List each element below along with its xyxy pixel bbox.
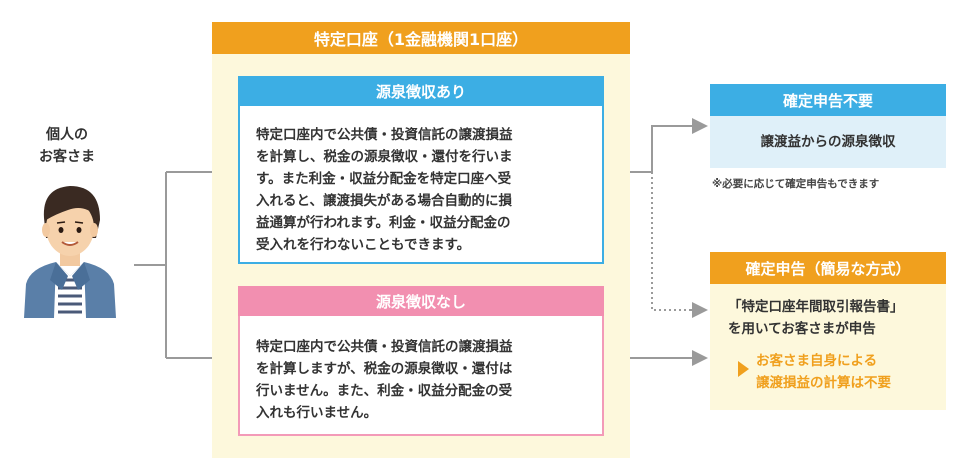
simple-filing-line: 「特定口座年間取引報告書」 bbox=[728, 299, 904, 315]
simple-filing-title-text: 確定申告（簡易な方式） bbox=[745, 259, 911, 278]
simple-filing-highlight: お客さま自身による 譲渡損益の計算は不要 bbox=[756, 350, 936, 394]
without-withholding-line: 特定口座内で公共債・投資信託の譲渡損益 bbox=[256, 339, 513, 355]
no-filing-panel bbox=[710, 116, 946, 168]
with-withholding-line: す。また利金・収益分配金を特定口座へ受 bbox=[256, 171, 512, 187]
with-withholding-title: 源泉徴収あり bbox=[375, 82, 466, 101]
with-connector bbox=[630, 125, 694, 173]
customer-avatar-icon bbox=[24, 186, 116, 318]
simple-filing-highlight-line: お客さま自身による bbox=[756, 353, 878, 369]
simple-filing-highlight-line: 譲渡損益の計算は不要 bbox=[756, 375, 891, 391]
with-withholding-description: 特定口座内で公共債・投資信託の譲渡損益 を計算し、税金の源泉徴収・還付を行いま … bbox=[256, 124, 592, 256]
simple-filing-title: 確定申告（簡易な方式） bbox=[710, 252, 946, 284]
with-withholding-line: 益通算が行われます。利金・収益分配金の bbox=[256, 215, 511, 231]
no-filing-title-text: 確定申告不要 bbox=[782, 91, 873, 110]
simple-filing-description: 「特定口座年間取引報告書」 を用いてお客さまが申告 bbox=[728, 296, 938, 340]
pointer-triangle-icon bbox=[738, 361, 749, 377]
specific-account-title: 特定口座（1金融機関1口座） bbox=[212, 22, 630, 54]
without-withholding-line: を計算しますが、税金の源泉徴収・還付は bbox=[256, 361, 513, 377]
without-withholding-title: 源泉徴収なし bbox=[375, 292, 466, 311]
without-withholding-line: 入れも行いません。 bbox=[256, 405, 378, 421]
without-withholding-header: 源泉徴収なし bbox=[238, 286, 604, 316]
with-withholding-line: 受入れを行わないこともできます。 bbox=[256, 237, 471, 253]
specific-account-title-text: 特定口座（1金融機関1口座） bbox=[313, 30, 529, 49]
optional-filing-dotted-connector bbox=[651, 172, 694, 311]
without-withholding-description: 特定口座内で公共債・投資信託の譲渡損益 を計算しますが、税金の源泉徴収・還付は … bbox=[256, 336, 592, 424]
customer-connector bbox=[134, 171, 230, 359]
no-filing-title: 確定申告不要 bbox=[710, 84, 946, 116]
with-withholding-header: 源泉徴収あり bbox=[238, 76, 604, 106]
no-filing-note: ※必要に応じて確定申告もできます bbox=[712, 178, 880, 190]
simple-filing-panel bbox=[710, 284, 946, 410]
no-filing-text: 譲渡益からの源泉徴収 bbox=[760, 134, 896, 150]
with-withholding-line: を計算し、税金の源泉徴収・還付を行いま bbox=[256, 149, 513, 165]
with-withholding-line: 特定口座内で公共債・投資信託の譲渡損益 bbox=[256, 127, 513, 143]
with-withholding-line: 入れると、譲渡損失がある場合自動的に損 bbox=[256, 193, 512, 209]
without-withholding-line: 行いません。また、利金・収益分配金の受 bbox=[256, 383, 513, 399]
simple-filing-line: を用いてお客さまが申告 bbox=[728, 321, 876, 337]
customer-label: 個人の お客さま bbox=[22, 124, 112, 168]
customer-label-text: 個人の お客さま bbox=[39, 127, 95, 165]
